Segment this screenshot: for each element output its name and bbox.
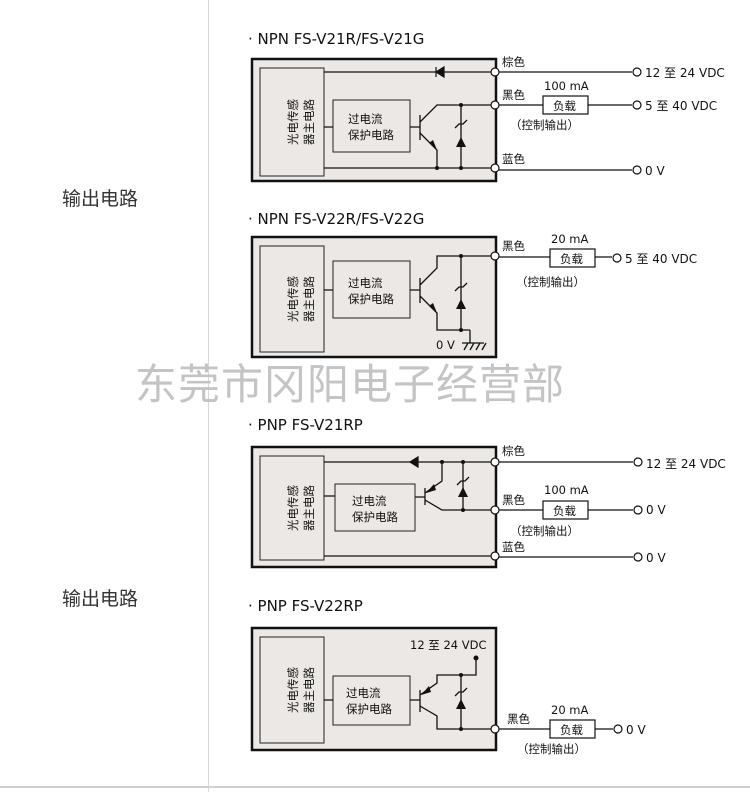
control-output-label: （控制输出）: [516, 275, 585, 289]
internal-supply-label: 12 至 24 VDC: [410, 638, 487, 652]
terminal-brown: [490, 457, 500, 467]
wire-label-black: 黑色: [507, 712, 530, 726]
supply-label: 12 至 24 VDC: [645, 66, 725, 80]
supply-label: 0 V: [646, 551, 666, 565]
supply-label: 5 至 40 VDC: [645, 99, 717, 113]
sensor-main-circuit-label: 光电传感: [286, 99, 300, 145]
terminal-black: [490, 100, 500, 110]
supply-label: 0 V: [626, 723, 646, 737]
load-label: 负载: [553, 504, 576, 518]
sensor-main-circuit-label: 光电传感: [286, 276, 300, 322]
terminal-blue: [490, 551, 500, 561]
terminal-black: [490, 251, 500, 261]
sensor-main-circuit-label: 光电传感: [286, 667, 300, 713]
wire-label-blue: 蓝色: [502, 152, 525, 166]
protection-circuit-label: 过电流: [352, 494, 387, 508]
supply-label: 0 V: [645, 164, 665, 178]
sensor-main-circuit-box: [259, 455, 325, 561]
supply-label: 12 至 24 VDC: [646, 457, 726, 471]
protection-circuit-label: 保护电路: [346, 702, 392, 716]
protection-circuit-box: [332, 99, 411, 153]
diagram-pnp-fs-v22: · PNP FS-V22RP 光电传感 器主电路 过电流 保护电路 12 至 2…: [248, 597, 646, 756]
wire-label-black: 黑色: [502, 239, 525, 253]
current-label: 100 mA: [544, 483, 589, 497]
diagram-npn-fs-v22: · NPN FS-V22R/FS-V22G 光电传感 器主电路 过电流 保护电路…: [248, 210, 697, 359]
wire-label-blue: 蓝色: [502, 540, 525, 554]
current-label: 20 mA: [551, 703, 588, 717]
sensor-main-circuit-box: [259, 636, 325, 744]
diagram-title: · PNP FS-V22RP: [248, 597, 363, 615]
section-label-output-circuit: 输出电路: [62, 588, 139, 610]
sensor-main-circuit-box: [259, 67, 325, 177]
protection-circuit-label: 过电流: [348, 112, 383, 126]
terminal-blue: [490, 163, 500, 173]
transistor-emitter-arrow: [429, 140, 437, 150]
sensor-main-circuit-label: 器主电路: [302, 485, 316, 531]
sensor-main-circuit-label: 器主电路: [302, 99, 316, 145]
wire-label-brown: 棕色: [502, 55, 525, 69]
diode-icon: [434, 65, 445, 79]
protection-circuit-label: 保护电路: [348, 128, 394, 142]
wire-label-black: 黑色: [502, 493, 525, 507]
control-output-label: （控制输出）: [517, 742, 586, 756]
protection-circuit-box: [334, 483, 416, 532]
sensor-main-circuit-label: 器主电路: [302, 667, 316, 713]
zener-diode-icon: [456, 699, 466, 709]
supply-label: 5 至 40 VDC: [625, 252, 697, 266]
load-box: [549, 248, 596, 268]
current-label: 20 mA: [551, 232, 588, 246]
diagram-title: · PNP FS-V21RP: [248, 416, 363, 434]
watermark: 东莞市冈阳电子经营部: [135, 360, 566, 409]
supply-label: 0 V: [646, 503, 666, 517]
load-label: 负载: [553, 99, 576, 113]
sensor-main-circuit-label: 光电传感: [286, 485, 300, 531]
terminal-black: [490, 505, 500, 515]
protection-circuit-label: 保护电路: [348, 292, 394, 306]
protection-circuit-label: 过电流: [346, 686, 381, 700]
sensor-main-circuit-box: [259, 245, 325, 353]
control-output-label: （控制输出）: [510, 118, 579, 132]
current-label: 100 mA: [544, 79, 589, 93]
protection-circuit-label: 保护电路: [352, 510, 398, 524]
column-divider: [208, 0, 209, 792]
sensor-main-circuit-label: 器主电路: [302, 276, 316, 322]
section-label-output-circuit: 输出电路: [62, 188, 139, 210]
diode-icon: [408, 455, 419, 469]
diagram-pnp-fs-v21: · PNP FS-V21RP 光电传感 器主电路 过电流 保护电路 棕色 黑色 …: [248, 416, 726, 569]
terminal-black: [490, 724, 500, 734]
diagram-npn-fs-v21: · NPN FS-V21R/FS-V21G 光电传感 器主电路 过电流 保护电路…: [248, 30, 725, 183]
protection-circuit-box: [332, 260, 411, 319]
zener-diode-icon: [458, 487, 468, 497]
load-box: [542, 95, 589, 115]
protection-circuit-label: 过电流: [348, 276, 383, 290]
terminal-brown: [490, 67, 500, 77]
diagram-title: · NPN FS-V22R/FS-V22G: [248, 210, 424, 228]
load-box: [549, 719, 596, 739]
zener-diode-icon: [456, 299, 466, 309]
bottom-divider: [0, 786, 750, 788]
diagram-title: · NPN FS-V21R/FS-V21G: [248, 30, 424, 48]
wire-label-black: 黑色: [502, 88, 525, 102]
protection-circuit-box: [332, 675, 411, 726]
load-box: [542, 500, 589, 520]
ground-label: 0 V: [436, 338, 455, 352]
control-output-label: （控制输出）: [510, 524, 579, 538]
load-label: 负载: [560, 723, 583, 737]
zener-diode-icon: [456, 137, 466, 147]
wire-label-brown: 棕色: [502, 444, 525, 458]
load-label: 负载: [560, 252, 583, 266]
